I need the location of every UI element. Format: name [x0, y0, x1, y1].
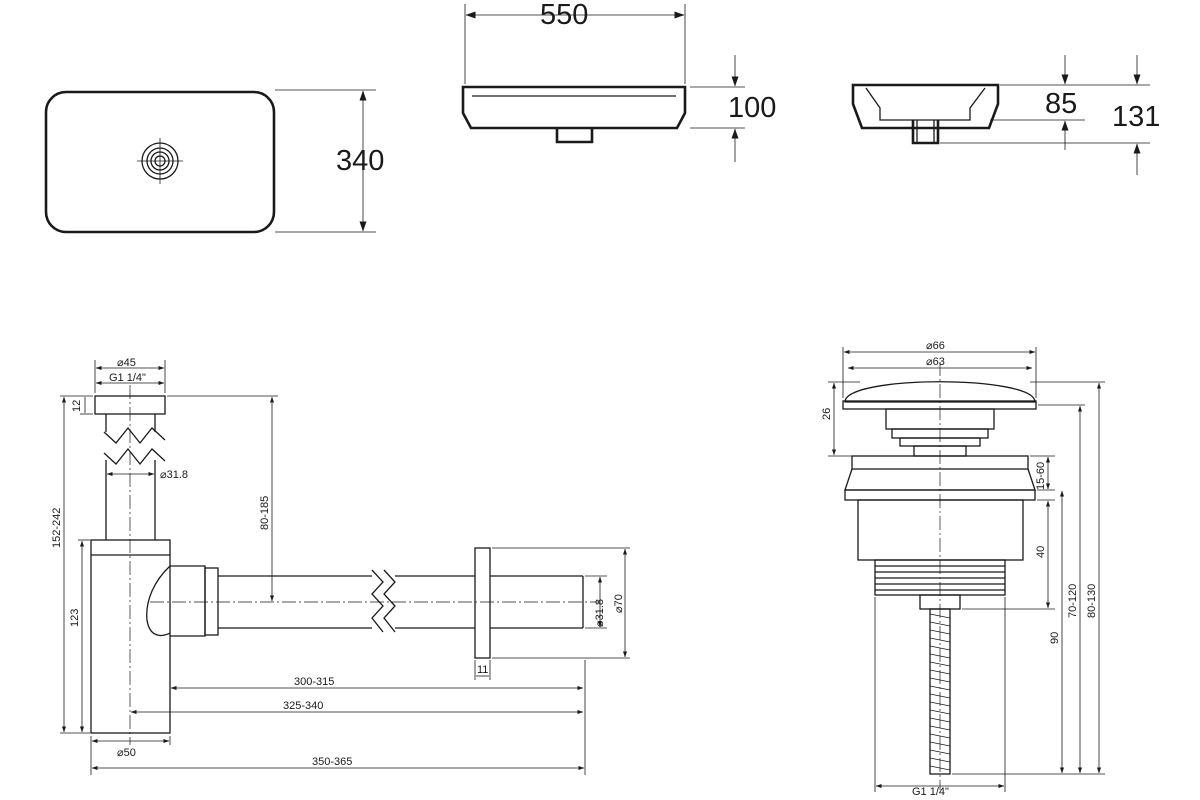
pop-up-drain: ⌀66 ⌀63 26 15-60 40 90 70-120 80-130 G1 … [821, 340, 1105, 798]
basin-depth-label: 340 [336, 145, 384, 177]
basin-side-view: 85 131 [851, 55, 1160, 175]
drain-hole-icon [137, 138, 183, 184]
siphon-top-diameter-label: ⌀45 [117, 357, 136, 369]
siphon-length-2-label: 325-340 [283, 700, 323, 712]
siphon-length-3-label: 350-365 [312, 756, 352, 768]
drain-body-height-label: 40 [1035, 546, 1047, 558]
siphon-flange-diameter-label: ⌀70 [613, 594, 625, 613]
basin-width-label: 550 [540, 0, 588, 31]
drain-length-80-130-label: 80-130 [1086, 584, 1098, 618]
siphon-body-height-label: 123 [69, 609, 81, 627]
drain-thread-label: G1 1/4" [912, 786, 949, 798]
drain-cap-diameter-label: ⌀66 [926, 340, 945, 352]
siphon-thread-label: G1 1/4" [109, 372, 146, 384]
siphon-outlet-offset-label: 80-185 [259, 496, 271, 530]
basin-front-view: 550 100 [461, 0, 776, 162]
siphon-length-1-label: 300-315 [294, 676, 334, 688]
siphon-body-diameter-label: ⌀50 [117, 747, 136, 759]
basin-inner-height-label: 85 [1045, 88, 1077, 120]
drain-cap-height-label: 26 [821, 408, 833, 420]
basin-front-height-label: 100 [728, 92, 776, 124]
bottle-siphon: ⌀45 G1 1/4" 12 152-242 123 ⌀31.8 80-185 … [51, 357, 630, 775]
basin-top-view: 340 [44, 89, 384, 234]
siphon-tube-diameter-label: ⌀31.8 [160, 469, 188, 481]
basin-total-height-label: 131 [1112, 101, 1160, 133]
siphon-outlet-diameter-label: ⌀31.8 [594, 599, 606, 627]
drain-length-90-label: 90 [1049, 632, 1061, 644]
siphon-total-height-label: 152-242 [51, 508, 63, 548]
drain-length-70-120-label: 70-120 [1067, 584, 1079, 618]
drain-gap-range-label: 15-60 [1035, 462, 1047, 490]
siphon-flange-thickness-label: 11 [477, 664, 488, 676]
siphon-top-height-label: 12 [71, 400, 83, 412]
drain-cap-inner-diameter-label: ⌀63 [926, 356, 945, 368]
